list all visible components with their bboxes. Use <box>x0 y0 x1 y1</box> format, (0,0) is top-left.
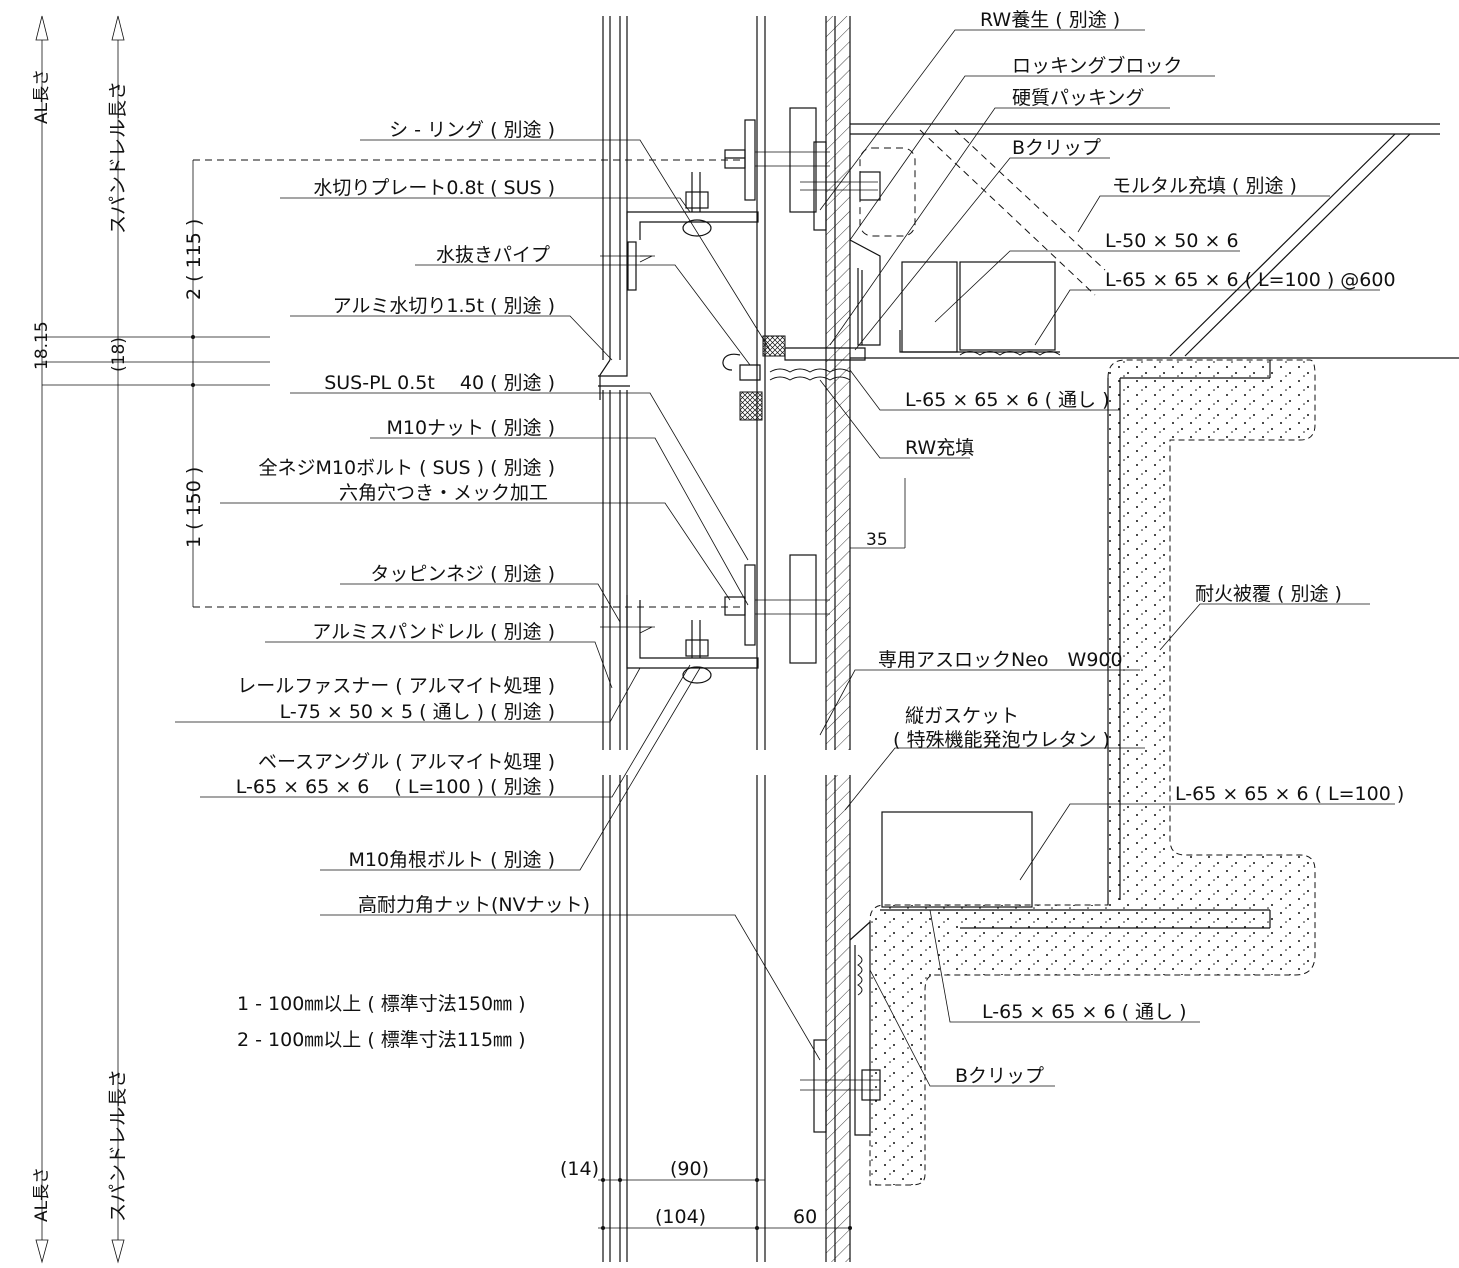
left-labels: シ - リング ( 別途 ) 水切りプレート0.8t ( SUS ) 水抜きパイ… <box>236 119 590 1051</box>
label-l65-600: L-65 × 65 × 6 ( L=100 ) @600 <box>1105 269 1396 291</box>
dim-1-150: 1 ( 150 ) <box>183 467 205 548</box>
label-fireproof: 耐火被覆 ( 別途 ) <box>1195 583 1342 605</box>
label-sus-pl: SUS-PL 0.5t 40 ( 別途 ) <box>324 372 555 394</box>
label-l65-100: L-65 × 65 × 6 ( L=100 ) <box>1175 783 1404 805</box>
note-2: 2 - 100㎜以上 ( 標準寸法115㎜ ) <box>237 1029 526 1051</box>
dim-90: (90) <box>670 1158 709 1180</box>
dim-14: (14) <box>560 1158 599 1180</box>
label-vert-gasket: 縦ガスケット <box>905 705 1019 727</box>
bottom-clip <box>800 920 881 1136</box>
bottom-dim-texts: (14) (90) (104) 60 <box>560 1158 817 1228</box>
label-alumi-spandrel: アルミスパンドレル ( 別途 ) <box>312 621 555 643</box>
dim-2-115: 2 ( 115 ) <box>183 219 205 300</box>
top-fastener <box>600 107 881 291</box>
label-b-clip-bot: Bクリップ <box>955 1065 1044 1087</box>
label-m10-nut: M10ナット ( 別途 ) <box>386 417 555 439</box>
label-b-clip-top: Bクリップ <box>1012 137 1101 159</box>
label-full-bolt: 全ネジM10ボルト ( SUS ) ( 別途 ) <box>259 457 556 479</box>
label-rail-fastener-size: L-75 × 50 × 5 ( 通し ) ( 別途 ) <box>280 701 555 723</box>
label-high-nut: 高耐力角ナット(NVナット) <box>358 894 590 916</box>
label-mortar: モルタル充填 ( 別途 ) <box>1112 175 1297 197</box>
right-labels: RW養生 ( 別途 ) ロッキングブロック 硬質パッキング Bクリップ モルタル… <box>866 9 1404 1087</box>
label-l65-through-bot: L-65 × 65 × 6 ( 通し ) <box>982 1001 1187 1023</box>
label-locking-block: ロッキングブロック <box>1012 54 1182 77</box>
label-hard-packing: 硬質パッキング <box>1012 87 1144 109</box>
bottom-dimensions <box>598 478 906 1230</box>
dim-al-length-bot: AL長さ <box>32 1167 52 1222</box>
left-dimension-lines <box>35 15 745 1264</box>
label-dim-35: 35 <box>866 530 888 550</box>
label-l65-through-top: L-65 × 65 × 6 ( 通し ) <box>905 389 1110 411</box>
label-drip-plate: 水切りプレート0.8t ( SUS ) <box>313 177 555 199</box>
leader-lines <box>175 29 1395 1087</box>
note-1: 1 - 100㎜以上 ( 標準寸法150㎜ ) <box>237 993 526 1015</box>
spandrel-panel <box>598 16 630 1262</box>
dim-18: (18) <box>109 337 129 372</box>
dim-spandrel-length-bot: スパンドレル長さ <box>107 1069 129 1222</box>
label-asrock: 専用アスロックNeo W900 <box>878 649 1123 671</box>
dim-104: (104) <box>655 1206 706 1228</box>
label-base-angle: ベースアングル ( アルマイト処理 ) <box>258 751 555 773</box>
label-base-angle-size: L-65 × 65 × 6 ( L=100 ) ( 別途 ) <box>236 776 555 798</box>
dim-spandrel-length-top: スパンドレル長さ <box>107 81 129 234</box>
steel-beam <box>869 359 1316 1186</box>
label-alumi-drip: アルミ水切り1.5t ( 別途 ) <box>333 295 555 317</box>
dim-60: 60 <box>793 1206 817 1228</box>
label-rw-fill: RW充填 <box>905 437 974 459</box>
label-tapping-screw: タッピンネジ ( 別途 ) <box>370 563 555 585</box>
label-sealing: シ - リング ( 別途 ) <box>389 119 555 141</box>
label-rw-cure: RW養生 ( 別途 ) <box>980 9 1120 31</box>
label-hex-hole: 六角穴つき・メック加工 <box>339 482 548 504</box>
asrock-panel <box>756 16 851 1262</box>
upper-slab <box>722 123 1459 421</box>
dim-1815: 18.15 <box>32 321 52 370</box>
label-m10-square-bolt: M10角根ボルト ( 別途 ) <box>348 849 555 871</box>
label-rail-fastener: レールファスナー ( アルマイト処理 ) <box>237 675 555 697</box>
label-vert-gasket-2: ( 特殊機能発泡ウレタン ) <box>893 729 1110 751</box>
bottom-fastener <box>600 554 830 684</box>
label-drain-pipe: 水抜きパイプ <box>436 244 550 266</box>
dim-al-length-top: AL長さ <box>32 69 52 124</box>
label-l50: L-50 × 50 × 6 <box>1105 230 1239 252</box>
